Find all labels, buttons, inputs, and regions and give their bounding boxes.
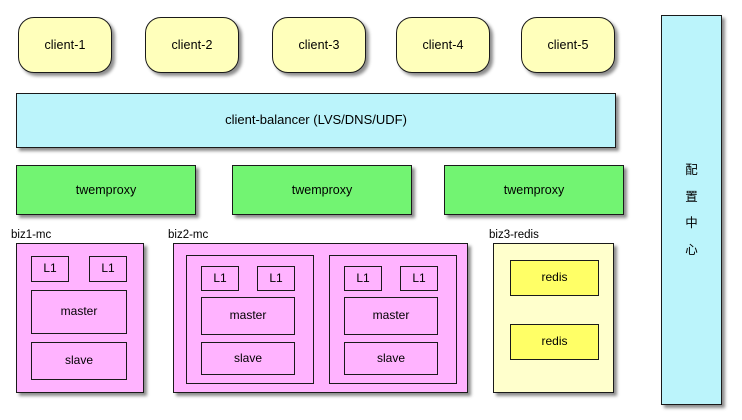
master-node[interactable]: master [344, 297, 438, 335]
redis-node-1[interactable]: redis [510, 260, 599, 296]
l1-cache-node[interactable]: L1 [400, 266, 438, 291]
l1-cache-node[interactable]: L1 [31, 256, 69, 282]
group-label-biz3-redis: biz3-redis [489, 229, 539, 241]
client-label: client-5 [547, 37, 589, 52]
redis-label: redis [541, 334, 568, 349]
client-node-3[interactable]: client-3 [272, 17, 366, 73]
twemproxy-label: twemproxy [503, 182, 565, 197]
slave-node[interactable]: slave [31, 342, 127, 380]
slave-label: slave [64, 353, 93, 368]
client-label: client-1 [44, 37, 86, 52]
l1-cache-node[interactable]: L1 [257, 266, 295, 291]
group-biz3-redis[interactable]: redis redis [493, 243, 614, 393]
client-node-5[interactable]: client-5 [521, 17, 615, 73]
redis-node-2[interactable]: redis [510, 324, 599, 360]
master-node[interactable]: master [31, 290, 127, 334]
group-biz2-mc-shard-2[interactable]: L1 L1 master slave [329, 255, 457, 384]
client-balancer-label: client-balancer (LVS/DNS/UDF) [225, 112, 407, 128]
client-node-1[interactable]: client-1 [18, 17, 112, 73]
slave-label: slave [233, 350, 262, 365]
l1-cache-label: L1 [356, 270, 370, 285]
l1-cache-label: L1 [101, 261, 115, 276]
group-biz1-mc-shard-1: L1 L1 master slave [17, 244, 143, 392]
l1-cache-label: L1 [43, 261, 57, 276]
twemproxy-label: twemproxy [75, 182, 137, 197]
l1-cache-label: L1 [412, 270, 426, 285]
slave-node[interactable]: slave [344, 342, 438, 375]
client-node-2[interactable]: client-2 [145, 17, 239, 73]
l1-cache-node[interactable]: L1 [201, 266, 239, 291]
twemproxy-node-3[interactable]: twemproxy [444, 165, 624, 215]
twemproxy-node-1[interactable]: twemproxy [16, 165, 196, 215]
client-label: client-4 [422, 37, 464, 52]
client-label: client-3 [298, 37, 340, 52]
slave-label: slave [376, 350, 405, 365]
group-label-biz2-mc: biz2-mc [168, 229, 209, 241]
master-label: master [229, 308, 267, 323]
redis-label: redis [541, 270, 568, 285]
group-label-biz1-mc: biz1-mc [11, 229, 52, 241]
config-center-char-3: 中 [685, 216, 698, 230]
config-center-char-1: 配 [685, 163, 698, 177]
config-center-char-4: 心 [685, 242, 698, 257]
group-biz2-mc[interactable]: L1 L1 master slave L1 L1 master [173, 243, 468, 393]
slave-node[interactable]: slave [201, 342, 295, 375]
config-center-text: 配 置 中 心 [662, 150, 721, 270]
master-label: master [372, 308, 410, 323]
twemproxy-node-2[interactable]: twemproxy [232, 165, 412, 215]
client-balancer[interactable]: client-balancer (LVS/DNS/UDF) [16, 93, 616, 148]
config-center-panel[interactable]: 配 置 中 心 [661, 15, 722, 405]
l1-cache-node[interactable]: L1 [89, 256, 127, 282]
l1-cache-node[interactable]: L1 [344, 266, 382, 291]
l1-cache-label: L1 [269, 270, 283, 285]
l1-cache-label: L1 [213, 270, 227, 285]
twemproxy-label: twemproxy [291, 182, 353, 197]
client-label: client-2 [171, 37, 213, 52]
client-node-4[interactable]: client-4 [396, 17, 490, 73]
group-biz1-mc[interactable]: L1 L1 master slave [16, 243, 144, 393]
master-label: master [60, 304, 98, 319]
config-center-char-2: 置 [685, 189, 698, 204]
group-biz2-mc-shard-1[interactable]: L1 L1 master slave [186, 255, 314, 384]
master-node[interactable]: master [201, 297, 295, 335]
